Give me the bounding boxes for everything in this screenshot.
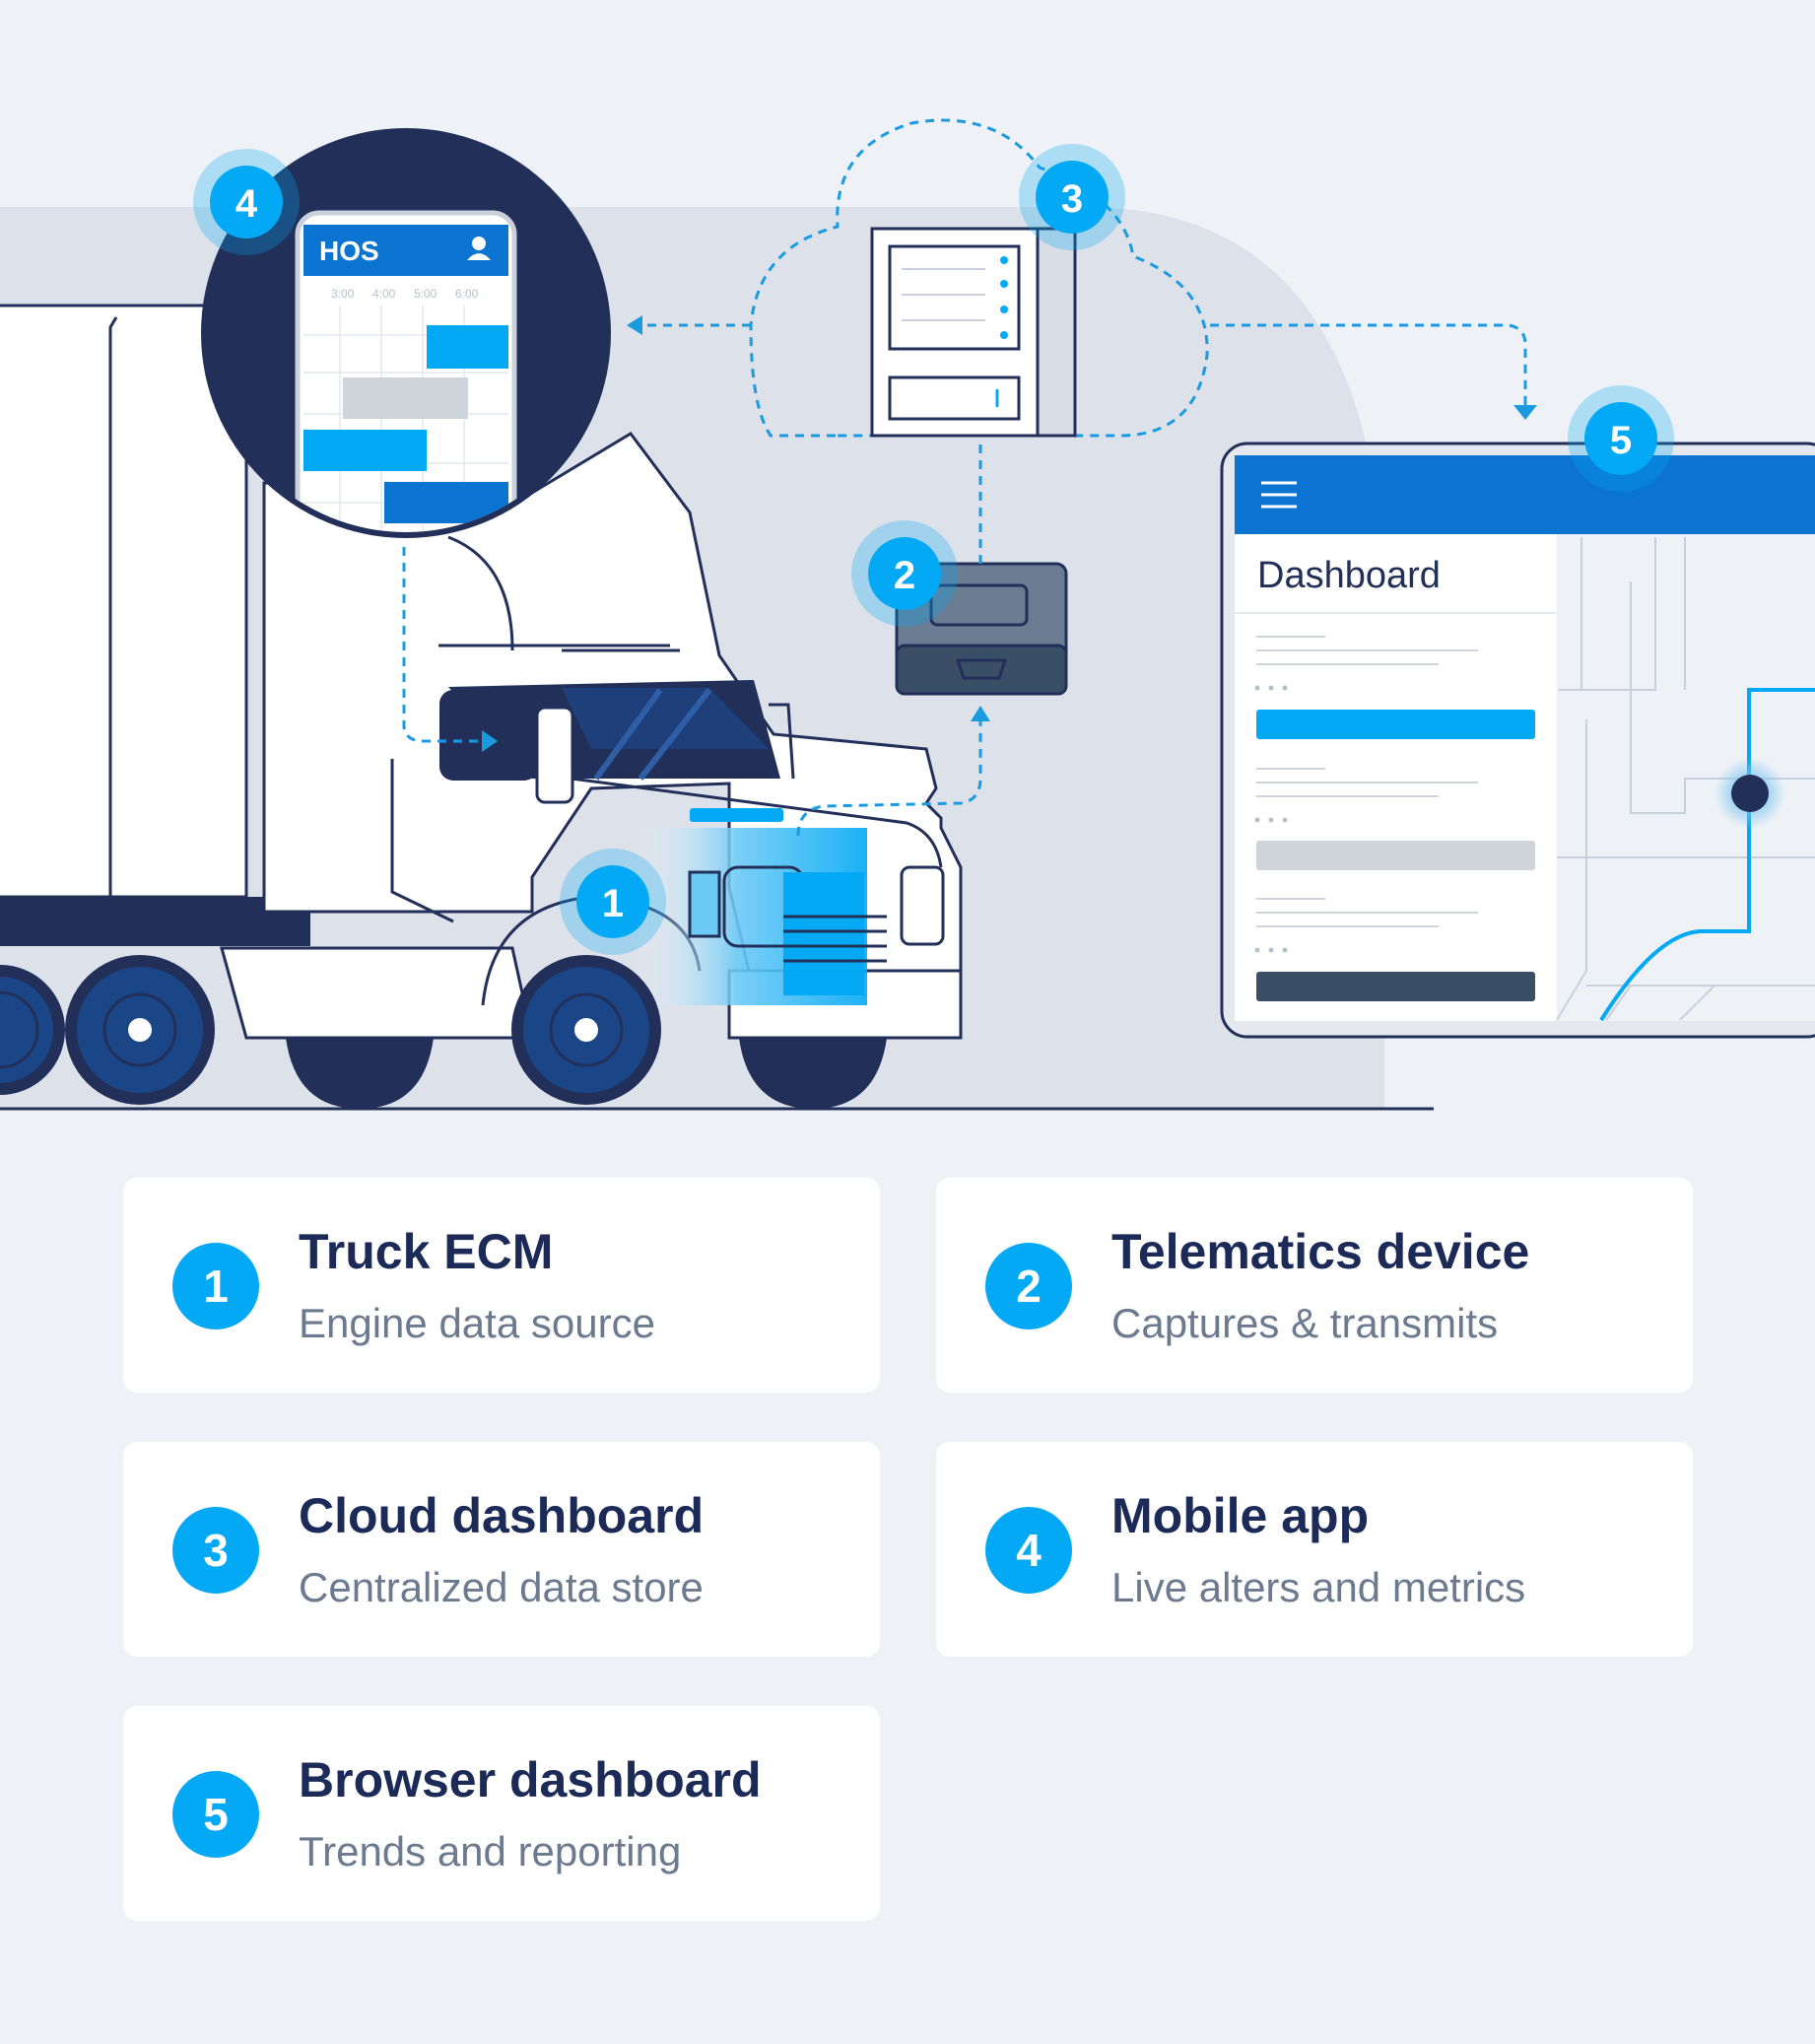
illustration: HOS 3:00 4:00 5:00 6:00	[0, 118, 1815, 1111]
card-title: Mobile app	[1111, 1488, 1370, 1543]
card-subtitle: Captures & transmits	[1111, 1300, 1499, 1346]
engine-ecm-highlight	[631, 808, 887, 1005]
time-label: 6:00	[455, 287, 479, 301]
marker-3: 3	[1019, 144, 1125, 250]
marker-1: 1	[560, 849, 666, 955]
map	[1556, 537, 1815, 1021]
marker-2: 2	[851, 520, 958, 627]
hos-bar	[303, 430, 427, 471]
data-flow-arrows	[402, 323, 1527, 837]
wheels	[0, 955, 887, 1109]
legend-card-cloud-dashboard: 3 Cloud dashboard Centralized data store	[123, 1442, 880, 1657]
dashboard-bar	[1256, 972, 1535, 1001]
time-label: 3:00	[331, 287, 355, 301]
svg-text:3: 3	[1061, 177, 1083, 221]
number-badge: 4	[985, 1507, 1072, 1594]
telematics-device	[895, 562, 1068, 696]
number-badge: 3	[172, 1507, 259, 1594]
route-line	[1599, 688, 1815, 1022]
dashboard-bar	[1256, 841, 1535, 870]
card-title: Truck ECM	[299, 1224, 554, 1279]
truck	[0, 304, 963, 1109]
svg-text:1: 1	[602, 882, 624, 925]
menu-icon[interactable]	[1261, 481, 1297, 509]
hos-bar	[427, 325, 508, 369]
dashboard-bar	[1256, 710, 1535, 739]
card-subtitle: Trends and reporting	[299, 1828, 682, 1874]
legend-card-telematics-device: 2 Telematics device Captures & transmits	[936, 1178, 1693, 1393]
legend-card-browser-dashboard: 5 Browser dashboard Trends and reporting	[123, 1706, 880, 1921]
card-subtitle: Live alters and metrics	[1111, 1564, 1526, 1610]
location-pin	[1731, 775, 1769, 812]
card-title: Telematics device	[1111, 1224, 1530, 1279]
hos-bar	[343, 377, 468, 419]
user-icon	[467, 237, 491, 260]
phone-title: HOS	[319, 236, 379, 266]
legend-card-truck-ecm: 1 Truck ECM Engine data source	[123, 1178, 880, 1393]
time-label: 5:00	[414, 287, 437, 301]
card-title: Browser dashboard	[299, 1752, 762, 1807]
browser-title: Dashboard	[1257, 555, 1441, 596]
card-title: Cloud dashboard	[299, 1488, 705, 1543]
marker-4: 4	[193, 149, 300, 255]
time-label: 4:00	[372, 287, 396, 301]
browser-window: Dashboard	[1220, 442, 1815, 1039]
number-badge: 1	[172, 1243, 259, 1329]
marker-5: 5	[1568, 385, 1674, 492]
svg-text:5: 5	[1610, 419, 1632, 462]
mobile-app-magnifier: HOS 3:00 4:00 5:00 6:00	[201, 128, 611, 538]
card-subtitle: Centralized data store	[299, 1564, 704, 1610]
svg-text:4: 4	[235, 182, 258, 226]
legend-card-mobile-app: 4 Mobile app Live alters and metrics	[936, 1442, 1693, 1657]
cloud-server	[749, 118, 1209, 438]
number-badge: 2	[985, 1243, 1072, 1329]
card-subtitle: Engine data source	[299, 1300, 655, 1346]
svg-text:2: 2	[894, 554, 915, 597]
number-badge: 5	[172, 1771, 259, 1858]
phone-header	[303, 225, 508, 276]
